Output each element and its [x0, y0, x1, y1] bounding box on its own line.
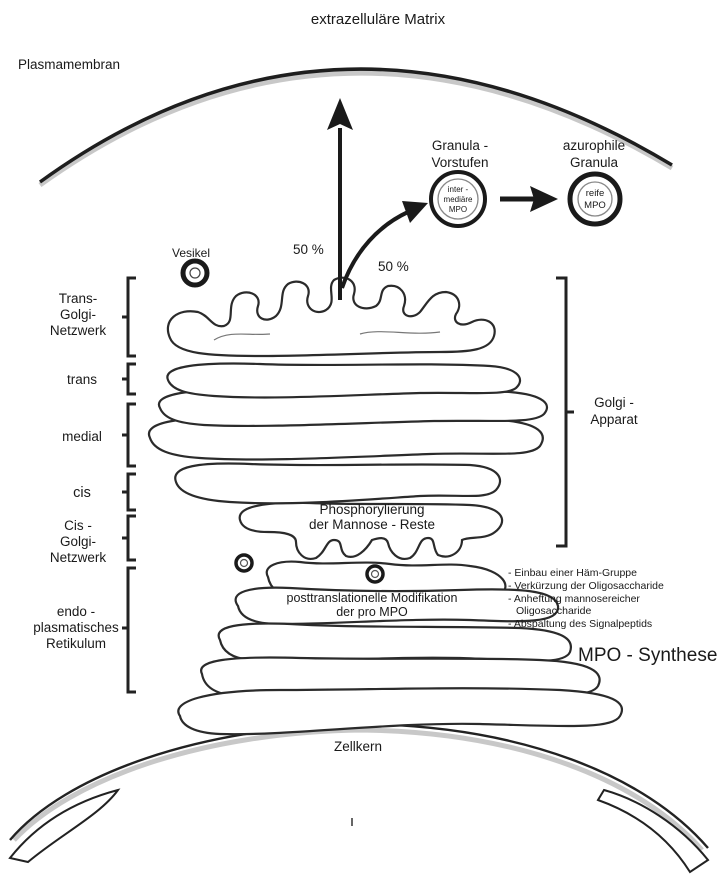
golgi-label-1: Golgi -	[594, 395, 634, 410]
cgn-label-3: Netzwerk	[50, 550, 107, 565]
synthesis-label: MPO - Synthese	[578, 645, 717, 666]
cis-cisterna	[175, 464, 500, 504]
posttranslational-label-1: posttranslationelle Modifikation	[287, 591, 458, 605]
golgi-stacks	[149, 364, 547, 504]
trans-label: trans	[67, 372, 97, 387]
plasma-membrane-label: Plasmamembran	[18, 57, 120, 72]
er-label-1: endo -	[57, 604, 95, 619]
granula-precursor-label-2: Vorstufen	[431, 155, 488, 170]
granula-precursor-label-1: Granula -	[432, 138, 488, 153]
vesicle-icon	[183, 261, 207, 285]
er-label-3: Retikulum	[46, 636, 106, 651]
modification-item: - Abspaltung des Signalpeptids	[508, 618, 652, 630]
mature-mpo-label-1: reife	[586, 188, 604, 199]
azurophil-label-2: Granula	[570, 155, 619, 170]
azurophil-label-1: azurophile	[563, 138, 625, 153]
azurophil-granule	[570, 174, 620, 224]
percent-left-label: 50 %	[293, 242, 324, 257]
modification-item: - Einbau einer Häm-Gruppe	[508, 567, 637, 579]
cgn-label-1: Cis -	[64, 518, 92, 533]
er-cisterna-5	[178, 688, 622, 734]
tgn-label-1: Trans-	[59, 291, 98, 306]
intermediate-mpo-label-1: inter -	[448, 185, 469, 194]
phosphorylation-label-2: der Mannose - Reste	[309, 517, 435, 532]
trans-golgi-network	[168, 278, 495, 356]
percent-right-label: 50 %	[378, 259, 409, 274]
modification-item: - Anheftung mannosereicher	[508, 593, 640, 605]
tgn-label-2: Golgi-	[60, 307, 96, 322]
mature-mpo-label-2: MPO	[584, 200, 606, 211]
vesicle-label: Vesikel	[172, 246, 210, 260]
posttranslational-label-2: der pro MPO	[336, 605, 408, 619]
intermediate-mpo-label-3: MPO	[449, 205, 467, 214]
nucleus-label: Zellkern	[334, 739, 382, 754]
trans-cisterna	[167, 364, 520, 398]
modification-list: - Einbau einer Häm-Gruppe - Verkürzung d…	[508, 567, 664, 630]
intermediate-mpo-label-2: mediäre	[444, 195, 473, 204]
arrow-right-icon	[530, 186, 558, 212]
golgi-label-2: Apparat	[590, 412, 638, 427]
cgn-label-2: Golgi-	[60, 534, 96, 549]
cis-label: cis	[73, 485, 91, 501]
phosphorylation-label-1: Phosphorylierung	[319, 502, 424, 517]
left-brackets	[122, 278, 136, 692]
tgn-label-3: Netzwerk	[50, 323, 107, 338]
matrix-label: extrazelluläre Matrix	[311, 11, 446, 28]
medial-label: medial	[62, 429, 102, 444]
golgi-bracket	[556, 278, 574, 546]
er-label-2: plasmatisches	[33, 620, 119, 635]
modification-item: - Verkürzung der Oligosaccharide	[508, 580, 664, 592]
modification-item: Oligosaccharide	[516, 605, 591, 617]
arrow-up-icon	[327, 98, 353, 130]
